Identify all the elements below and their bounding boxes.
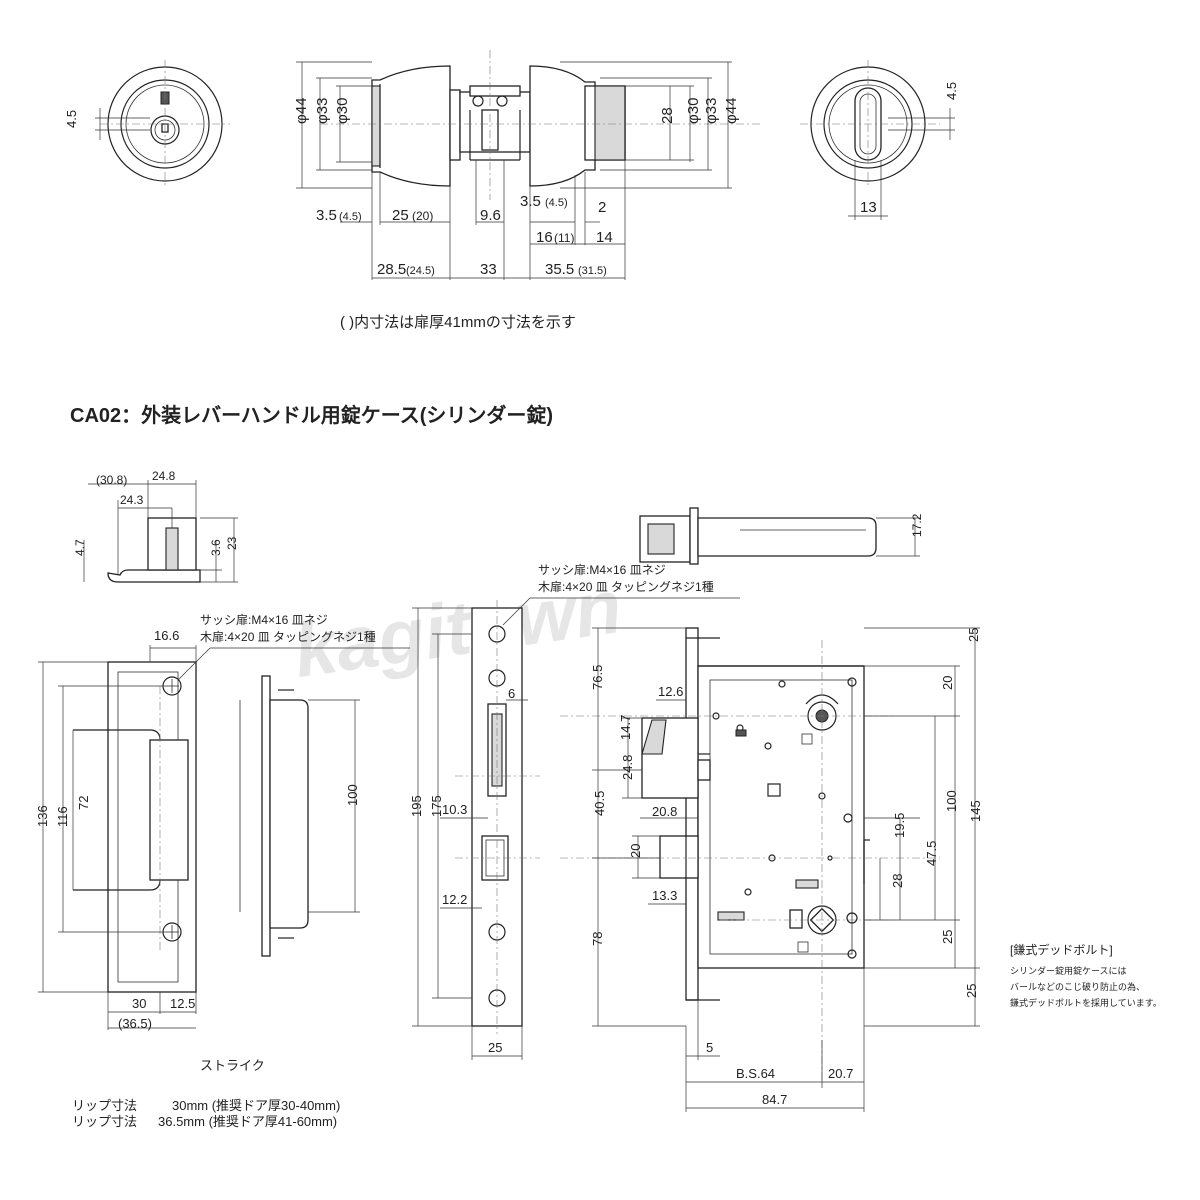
case-dim-12-6: 12.6 [658, 684, 683, 699]
case-dim-backset: B.S.64 [736, 1066, 775, 1081]
case-dim-145: 145 [968, 800, 983, 822]
strike-screw-note-2: 木扉:4×20 皿 タッピングネジ1種 [200, 630, 376, 644]
left-dia-33: φ33 [314, 98, 331, 124]
case-dim-40-5: 40.5 [592, 791, 607, 816]
lock-case: 17.2 [560, 507, 983, 1112]
deadbolt-note-line-3: 鎌式デッドボルトを採用しています。 [1010, 997, 1162, 1008]
right-dim-28: 28 [659, 107, 676, 124]
strike-dim-72: 72 [76, 796, 91, 810]
case-dim-28: 28 [890, 874, 905, 888]
strike-dim-4-7: 4.7 [73, 539, 87, 556]
plate-dim-195: 195 [409, 795, 424, 817]
plate-dim-10-3: 10.3 [442, 802, 467, 817]
lip-2-value: 36.5mm (推奨ドア厚41-60mm) [158, 1114, 337, 1129]
case-dim-25-top: 25 [966, 628, 981, 642]
dimension-note: ( )内寸法は扉厚41mmの寸法を示す [340, 314, 576, 331]
plate-dim-25: 25 [488, 1040, 502, 1055]
left-dia-30: φ30 [334, 98, 351, 124]
dim-14: 14 [596, 229, 613, 246]
dim-16: 16 [536, 229, 553, 246]
deadbolt-note-line-1: シリンダー錠用錠ケースには [1010, 965, 1127, 976]
dim-25-alt: (20) [412, 209, 433, 223]
strike-dim-30-8: (30.8) [96, 473, 127, 487]
strike-dim-3-6: 3.6 [209, 539, 223, 556]
right-dia-33: φ33 [703, 98, 720, 124]
plate-dim-6: 6 [508, 686, 515, 701]
strike-front: サッシ扉:M4×16 皿ネジ 木扉:4×20 皿 タッピングネジ1種 16.6 … [35, 613, 410, 1129]
strike-dim-116: 116 [55, 806, 70, 827]
plate-screw-note-2: 木扉:4×20 皿 タッピングネジ1種 [538, 580, 714, 594]
left-dia-44: φ44 [293, 98, 310, 124]
dim-35-5: 35.5 [545, 261, 574, 278]
right-dia-44: φ44 [723, 98, 740, 124]
dim-2: 2 [598, 199, 606, 216]
case-dim-25-mid: 25 [940, 930, 955, 944]
strike-dim-136: 136 [35, 805, 50, 827]
case-dim-5: 5 [706, 1040, 713, 1055]
right-rose-dim-turn: 13 [860, 199, 877, 216]
case-dim-76-5: 76.5 [590, 665, 605, 690]
dim-35-5-alt: (31.5) [578, 265, 607, 277]
dim-25: 25 [392, 207, 409, 224]
strike-dim-100: 100 [345, 784, 360, 806]
strike-dim-36-5: (36.5) [118, 1016, 152, 1031]
strike-dim-24-3: 24.3 [120, 493, 144, 507]
right-dia-30: φ30 [685, 98, 702, 124]
dim-3-5-left-alt: (4.5) [339, 211, 362, 223]
case-dim-84-7: 84.7 [762, 1092, 787, 1107]
strike-label: ストライク [200, 1058, 265, 1073]
case-dim-24-8: 24.8 [620, 755, 635, 780]
plate-screw-note-1: サッシ扉:M4×16 皿ネジ [538, 563, 666, 577]
dim-3-5-left: 3.5 [316, 207, 337, 224]
lip-2-label: リップ寸法 [72, 1114, 137, 1129]
right-rose-dim-offset: 4.5 [944, 82, 959, 100]
case-dim-13-3: 13.3 [652, 888, 677, 903]
case-dim-17-2: 17.2 [910, 513, 924, 537]
case-dim-25-bottom: 25 [964, 984, 979, 998]
deadbolt-note-title: [鎌式デッドボルト] [1010, 942, 1113, 957]
dim-28-5: 28.5 [377, 261, 406, 278]
section-title: CA02：外装レバーハンドル用錠ケース(シリンダー錠) [70, 403, 553, 427]
dim-28-5-alt: (24.5) [406, 265, 435, 277]
strike-side-profile: (30.8) 24.8 24.3 4.7 3.6 23 [73, 469, 239, 583]
case-dim-78: 78 [590, 932, 605, 946]
plate-dim-175: 175 [429, 795, 444, 817]
case-dim-47-5: 47.5 [924, 841, 939, 866]
front-plate: サッシ扉:M4×16 皿ネジ 木扉:4×20 皿 タッピングネジ1種 6 195… [409, 563, 740, 1060]
deadbolt-note: [鎌式デッドボルト] シリンダー錠用錠ケースには バールなどのこじ破り防止の為、… [1010, 942, 1162, 1008]
strike-dim-24-8: 24.8 [152, 469, 176, 483]
dim-3-5-right-alt: (4.5) [545, 197, 568, 209]
lip-1-label: リップ寸法 [72, 1098, 137, 1113]
case-dim-20-top: 20 [940, 676, 955, 690]
case-dim-20-7: 20.7 [828, 1066, 853, 1081]
dim-9-6: 9.6 [480, 207, 501, 224]
strike-side-view: 100 [239, 675, 360, 957]
strike-screw-note-1: サッシ扉:M4×16 皿ネジ [200, 613, 328, 627]
left-rose-dim-offset: 4.5 [64, 110, 79, 128]
dim-3-5-right: 3.5 [520, 193, 541, 210]
case-dim-19-5: 19.5 [892, 813, 907, 838]
strike-dim-16-6: 16.6 [154, 628, 179, 643]
right-rose: 4.5 13 [800, 60, 959, 220]
strike-dim-23: 23 [225, 536, 239, 550]
left-rose: 4.5 [64, 60, 230, 188]
dim-33: 33 [480, 261, 497, 278]
strike-dim-12-5: 12.5 [170, 996, 195, 1011]
top-view: 4.5 [64, 50, 959, 331]
deadbolt-note-line-2: バールなどのこじ破り防止の為、 [1010, 981, 1145, 992]
case-dim-100: 100 [944, 790, 959, 812]
knob-cross-section: φ44 φ33 φ30 28 φ30 φ33 φ44 [293, 50, 760, 280]
case-dim-14-7: 14.7 [618, 715, 633, 740]
strike-dim-30: 30 [132, 996, 146, 1011]
dim-16-alt: (11) [554, 231, 574, 245]
case-dim-20-8: 20.8 [652, 804, 677, 819]
lip-1-value: 30mm (推奨ドア厚30-40mm) [172, 1098, 340, 1113]
case-dim-20-latch: 20 [628, 844, 643, 858]
plate-dim-12-2: 12.2 [442, 892, 467, 907]
